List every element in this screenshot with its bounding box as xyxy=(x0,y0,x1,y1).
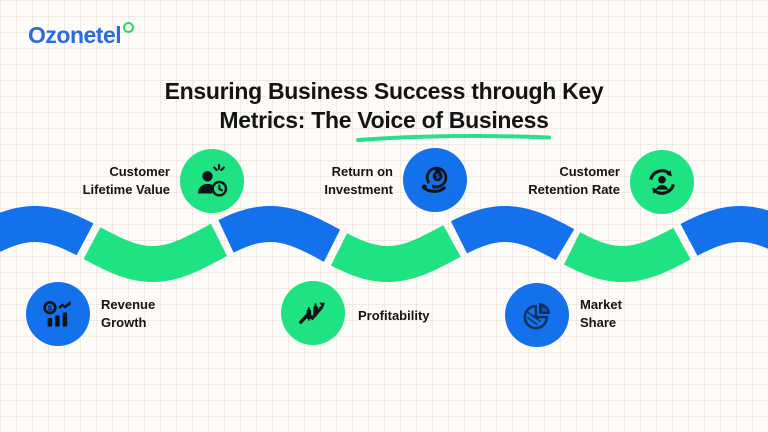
green-underline-swoosh-icon xyxy=(356,133,552,142)
brand-logo-text: Ozonetel xyxy=(28,22,122,48)
svg-text:$: $ xyxy=(436,173,440,180)
metric-circle-customer-retention-rate xyxy=(630,150,694,214)
growth-arrow-bars-icon xyxy=(299,302,325,324)
metric-label-revenue-growth: Revenue Growth xyxy=(101,297,156,330)
metric-circle-profitability xyxy=(281,281,345,345)
metric-circle-market-share: % xyxy=(505,283,569,347)
metric-label-market-share: Market Share xyxy=(580,297,622,330)
brand-logo: Ozonetel xyxy=(28,22,135,48)
green-ring-icon xyxy=(123,22,135,33)
title-line2-prefix: Metrics: The xyxy=(219,107,352,134)
metric-label-customer-retention-rate: Customer Retention Rate xyxy=(528,164,620,197)
metric-label-profitability: Profitability xyxy=(358,308,430,323)
person-clock-icon xyxy=(198,163,228,197)
metric-circle-customer-lifetime-value xyxy=(180,149,244,213)
person-refresh-icon xyxy=(649,169,675,195)
hand-money-return-icon: $ xyxy=(421,166,448,193)
title-line1: Ensuring Business Success through Key xyxy=(164,78,604,105)
title-highlight: Voice of Business xyxy=(356,106,552,142)
metric-label-return-on-investment: Return on Investment xyxy=(324,164,393,197)
metric-circle-revenue-growth: $ xyxy=(26,282,90,346)
svg-text:%: % xyxy=(542,308,548,314)
page-title: Ensuring Business Success through Key Me… xyxy=(0,77,768,142)
revenue-bars-coin-icon: $ xyxy=(43,301,71,327)
svg-text:$: $ xyxy=(48,303,53,312)
metric-label-customer-lifetime-value: Customer Lifetime Value xyxy=(82,164,170,197)
pie-chart-icon: % xyxy=(523,303,550,330)
metric-circle-return-on-investment: $ xyxy=(403,148,467,212)
